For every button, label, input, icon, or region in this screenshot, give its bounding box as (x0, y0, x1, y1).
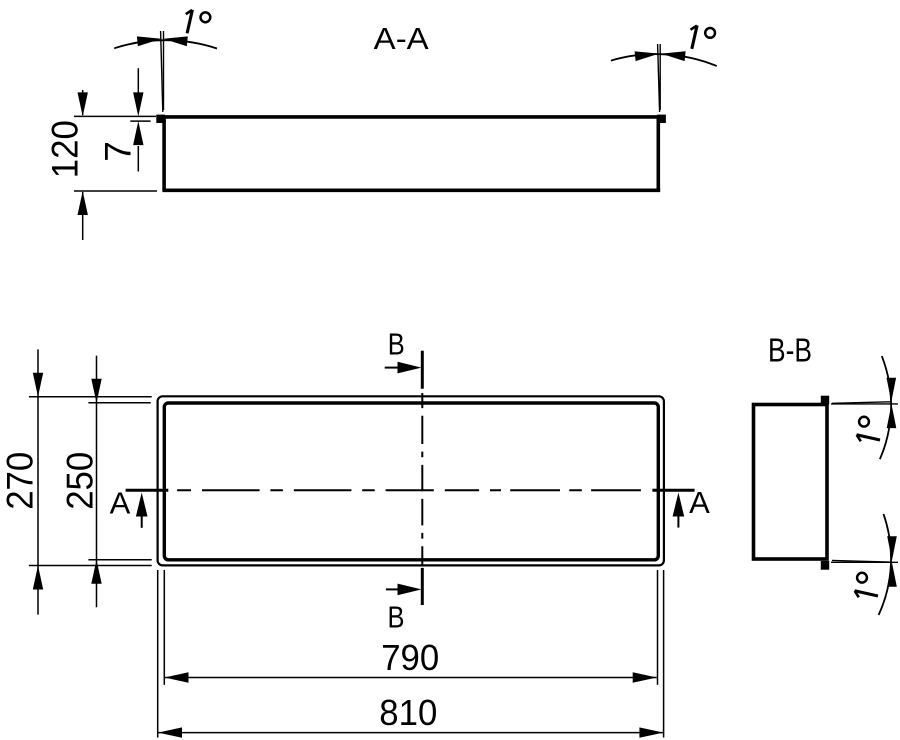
svg-text:B: B (388, 599, 405, 634)
svg-text:A-A: A-A (374, 21, 429, 56)
svg-text:7: 7 (97, 141, 138, 162)
svg-text:A: A (110, 485, 131, 520)
svg-text:270: 270 (0, 452, 40, 510)
svg-text:810: 810 (379, 692, 437, 733)
svg-text:B: B (388, 327, 405, 362)
svg-text:250: 250 (59, 452, 100, 510)
svg-text:790: 790 (381, 637, 439, 678)
svg-text:A: A (689, 485, 710, 520)
svg-text:B-B: B-B (768, 331, 812, 368)
svg-text:120: 120 (44, 120, 85, 178)
